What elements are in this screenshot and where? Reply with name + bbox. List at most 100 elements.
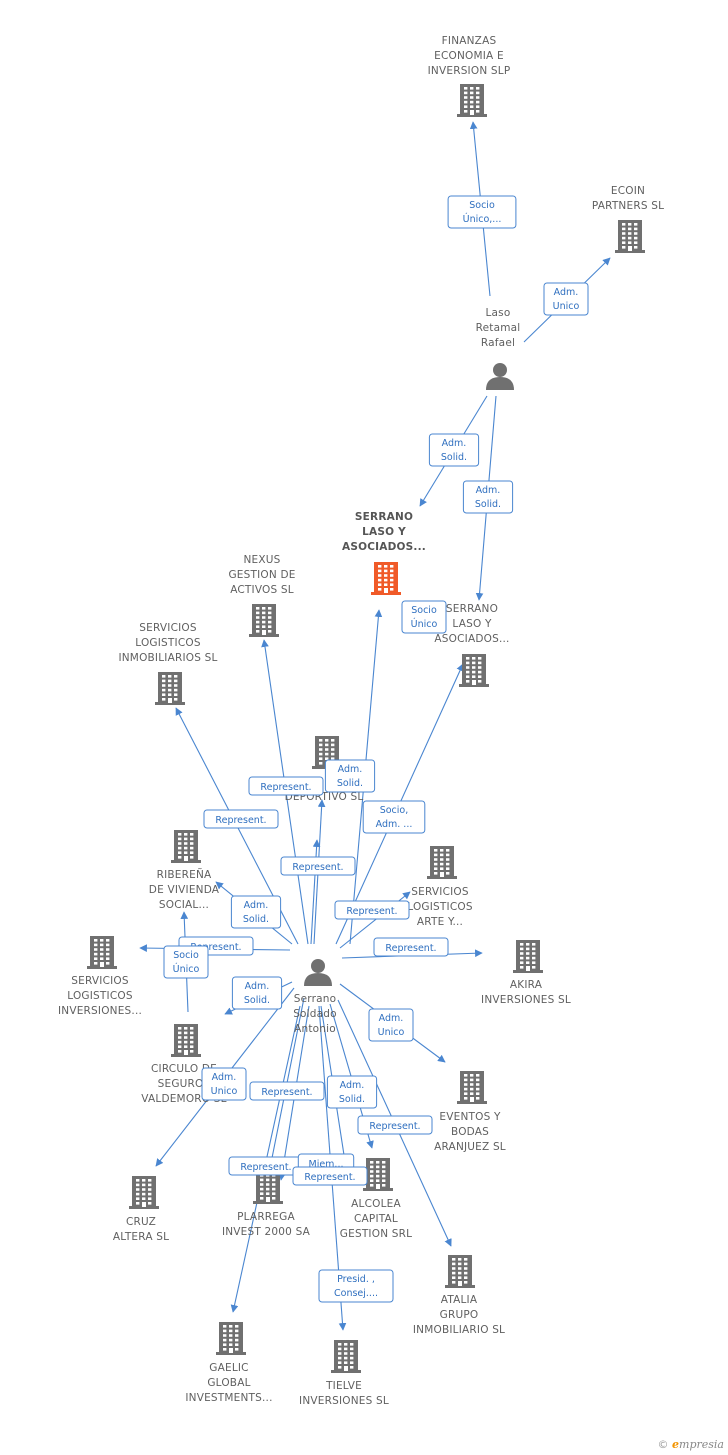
edge-label-text: Solid. bbox=[243, 914, 269, 925]
edge-label-text: Adm. bbox=[442, 438, 467, 449]
node-label-line: SERRANO bbox=[355, 511, 413, 523]
edge-label-text: Solid. bbox=[441, 452, 467, 463]
edge-label-text: Adm. bbox=[244, 900, 269, 911]
edge-label-text: Único bbox=[173, 963, 200, 975]
node-label-line: GESTION SRL bbox=[340, 1228, 412, 1240]
edge-label[interactable]: Represent. bbox=[249, 1081, 325, 1101]
edge-label-text: Represent. bbox=[385, 943, 436, 954]
node-label-line: LASO Y bbox=[452, 618, 492, 630]
building-icon[interactable] bbox=[457, 1071, 487, 1104]
edge-label-text: Represent. bbox=[260, 782, 311, 793]
building-icon[interactable] bbox=[445, 1255, 475, 1288]
edge-label[interactable]: Socio, Adm. ... bbox=[362, 800, 426, 834]
node-label-line: ARTE Y... bbox=[417, 916, 463, 928]
building-icon[interactable] bbox=[457, 84, 487, 117]
node-label-line: Retamal bbox=[476, 322, 521, 334]
node-label-line: DE VIVIENDA bbox=[149, 884, 220, 896]
edge-label[interactable]: SocioÚnico,... bbox=[447, 195, 517, 229]
edge-label-text: Adm. bbox=[554, 287, 579, 298]
edge-label-text: Miem... bbox=[309, 1159, 344, 1170]
building-icon[interactable] bbox=[155, 672, 185, 705]
building-icon[interactable] bbox=[216, 1322, 246, 1355]
edge-label[interactable]: Represent. bbox=[203, 809, 279, 829]
node-label-line: ACTIVOS SL bbox=[230, 584, 294, 596]
node-label-line: SERVICIOS bbox=[411, 886, 469, 898]
edge-label-text: Unico bbox=[553, 301, 580, 312]
focus-building-icon[interactable] bbox=[371, 562, 401, 595]
person-icon[interactable] bbox=[304, 959, 332, 986]
node-label-line: ECONOMIA E bbox=[434, 50, 504, 62]
building-icon[interactable] bbox=[129, 1176, 159, 1209]
edge-label[interactable]: Adm.Solid. bbox=[324, 759, 376, 793]
edge-label-text: Socio bbox=[469, 200, 495, 211]
building-icon[interactable] bbox=[249, 604, 279, 637]
edge-label[interactable]: Adm.Unico bbox=[201, 1067, 247, 1101]
edge-label[interactable]: Adm.Solid. bbox=[326, 1075, 378, 1109]
node-label-line: ASOCIADOS... bbox=[434, 633, 509, 645]
edge-label[interactable]: Presid. ,Consej.... bbox=[318, 1269, 394, 1303]
edge-label[interactable]: Adm. Solid. bbox=[230, 895, 282, 929]
building-icon[interactable] bbox=[253, 1171, 283, 1204]
building-icon[interactable] bbox=[331, 1340, 361, 1373]
node-label-line: ARANJUEZ SL bbox=[434, 1141, 506, 1153]
node-label-line: SERVICIOS bbox=[71, 975, 129, 987]
edge-label[interactable]: Adm. Solid. bbox=[231, 976, 283, 1010]
building-icon[interactable] bbox=[513, 940, 543, 973]
edge-label[interactable]: Represent. bbox=[280, 856, 356, 876]
edge-label[interactable]: Adm.Unico bbox=[368, 1008, 414, 1042]
building-icon[interactable] bbox=[427, 846, 457, 879]
node-label-line: SEGUROS bbox=[158, 1078, 211, 1090]
edge-label-text: Adm. bbox=[245, 981, 270, 992]
building-icon[interactable] bbox=[615, 220, 645, 253]
edge-label-text: Unico bbox=[211, 1086, 238, 1097]
edge-label[interactable]: Represent. bbox=[357, 1115, 433, 1135]
empresia-credit[interactable]: © empresia bbox=[658, 1438, 724, 1451]
building-icon[interactable] bbox=[171, 1024, 201, 1057]
edge-label[interactable]: Represent. bbox=[228, 1156, 304, 1176]
edge-label-text: Socio, bbox=[380, 805, 409, 816]
node-label-line: TIELVE bbox=[325, 1380, 362, 1392]
node-label-line: ASOCIADOS... bbox=[342, 541, 426, 553]
edge-label[interactable]: Represent. bbox=[292, 1166, 368, 1186]
node-gaelic[interactable]: GAELICGLOBALINVESTMENTS... bbox=[185, 1322, 272, 1404]
building-icon[interactable] bbox=[87, 936, 117, 969]
building-icon[interactable] bbox=[363, 1158, 393, 1191]
person-icon[interactable] bbox=[486, 363, 514, 390]
edge-line bbox=[310, 839, 321, 945]
node-label-line: ALCOLEA bbox=[351, 1198, 401, 1210]
node-serv_log_inv[interactable]: SERVICIOSLOGISTICOSINVERSIONES... bbox=[58, 936, 142, 1017]
edge-label[interactable]: Adm. Solid. bbox=[428, 433, 480, 467]
building-icon[interactable] bbox=[459, 654, 489, 687]
copyright-symbol: © bbox=[657, 1438, 669, 1451]
edge-label[interactable]: Adm. Unico bbox=[543, 282, 589, 316]
edge-label[interactable]: Represent. bbox=[373, 937, 449, 957]
edge-label[interactable]: Adm.Solid. bbox=[462, 480, 514, 514]
node-label-line: Antonio bbox=[294, 1023, 336, 1035]
edge-label-text: Solid. bbox=[244, 995, 270, 1006]
building-icon[interactable] bbox=[171, 830, 201, 863]
edge-label-text: Adm. ... bbox=[376, 819, 413, 830]
edge-label-text: Represent. bbox=[215, 815, 266, 826]
edge-label[interactable]: Represent. bbox=[334, 900, 410, 920]
edge-label[interactable]: Represent. bbox=[248, 776, 324, 796]
